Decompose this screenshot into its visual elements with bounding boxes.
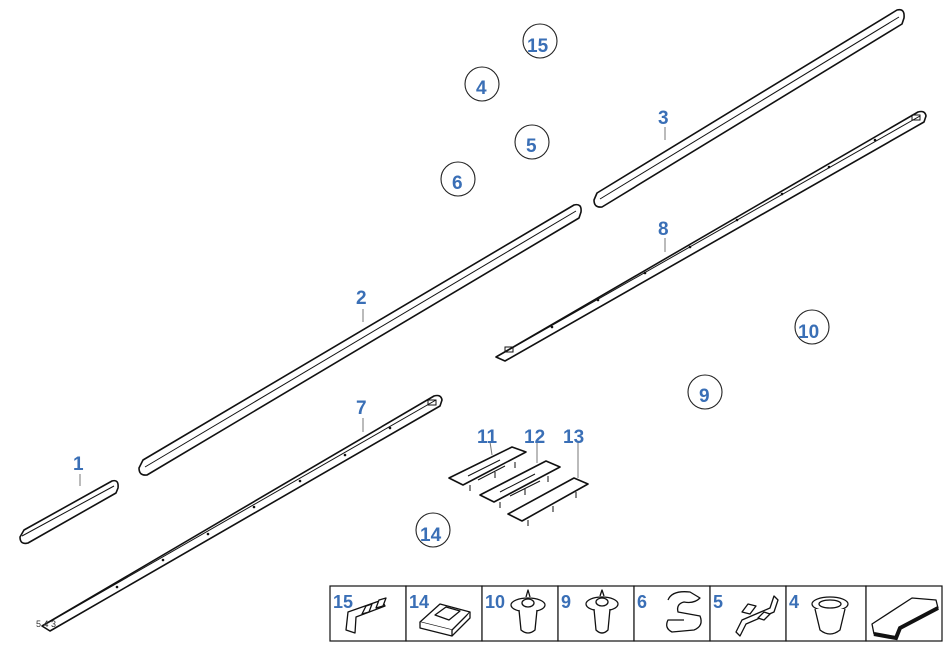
grommet-part-4-icon xyxy=(811,596,849,635)
corner-id: 5 4 3 xyxy=(36,619,56,629)
circled-callout-6: 6 xyxy=(440,161,476,197)
clip-strip-part-13 xyxy=(507,477,589,526)
callout-8: 8 xyxy=(658,219,669,240)
circled-callout-5: 5 xyxy=(514,124,550,160)
legend-num-4: 4 xyxy=(789,592,799,612)
callout-10: 10 xyxy=(798,322,819,343)
callout-3: 3 xyxy=(658,108,669,129)
callout-9: 9 xyxy=(699,386,710,407)
clip-strip-part-12 xyxy=(479,460,561,508)
callout-1: 1 xyxy=(73,454,84,475)
circled-callout-4: 4 xyxy=(464,66,500,102)
small-parts-legend: 15 14 10 9 6 5 4 xyxy=(329,585,943,642)
rail-part-7 xyxy=(41,394,443,632)
callout-14: 14 xyxy=(420,525,442,546)
legend-num-6: 6 xyxy=(637,592,647,612)
legend-num-10: 10 xyxy=(485,592,505,612)
bracket-clip-part-5-icon xyxy=(735,595,779,637)
rivet-part-10-icon xyxy=(510,589,546,634)
circled-callout-9: 9 xyxy=(687,374,723,410)
callout-7: 7 xyxy=(356,398,367,419)
legend-num-5: 5 xyxy=(713,592,723,612)
arrow-icon xyxy=(871,597,939,641)
moulding-part-3 xyxy=(593,8,905,208)
callout-5: 5 xyxy=(526,136,537,157)
moulding-part-1 xyxy=(19,479,119,545)
moulding-part-2 xyxy=(138,203,582,476)
circled-callout-14: 14 xyxy=(415,512,451,548)
rail-part-8 xyxy=(495,110,927,362)
legend-num-9: 9 xyxy=(561,592,571,612)
callout-15: 15 xyxy=(527,36,549,57)
circled-callout-10: 10 xyxy=(794,309,830,345)
callout-13: 13 xyxy=(563,427,584,448)
callout-11: 11 xyxy=(477,427,498,448)
legend-num-15: 15 xyxy=(333,592,353,612)
callout-2: 2 xyxy=(356,288,367,309)
clip-part-15-icon xyxy=(345,597,387,634)
spring-clip-part-6-icon xyxy=(666,591,702,633)
callout-4: 4 xyxy=(476,78,487,99)
legend-num-14: 14 xyxy=(409,592,429,612)
callout-6: 6 xyxy=(452,173,463,194)
circled-callout-15: 15 xyxy=(522,23,558,59)
rivet-part-9-icon xyxy=(585,589,619,634)
clip-strip-part-11 xyxy=(448,446,527,491)
pad-part-14-icon xyxy=(419,603,471,637)
callout-12: 12 xyxy=(524,427,545,448)
